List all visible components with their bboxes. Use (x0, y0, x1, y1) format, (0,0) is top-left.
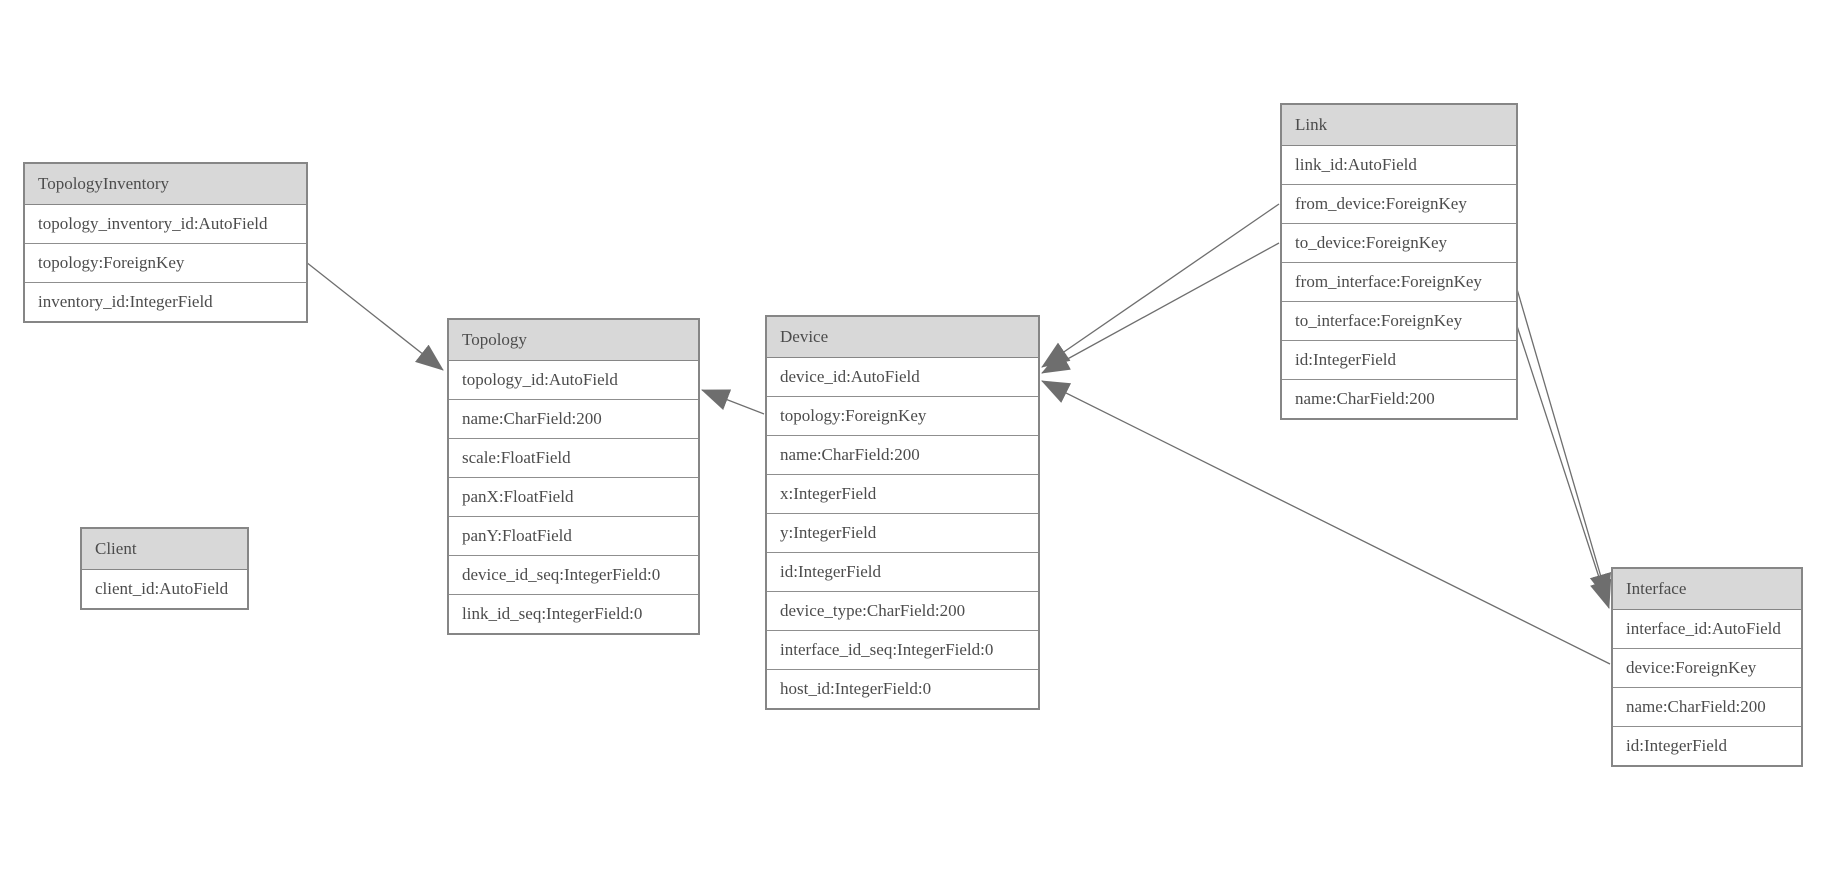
field-row-device-x: x:IntegerField (767, 475, 1038, 514)
connector-link-to_device-to-device (1041, 242, 1280, 374)
field-row-topology-topology_id: topology_id:AutoField (449, 361, 698, 400)
connector-device-topology-to-topology (701, 389, 765, 415)
connector-interface-device-to-device (1041, 380, 1611, 665)
field-row-topologyinventory-inventory_id: inventory_id:IntegerField (25, 283, 306, 321)
field-row-device-id: id:IntegerField (767, 553, 1038, 592)
field-row-interface-id: id:IntegerField (1613, 727, 1801, 765)
field-row-topology-panY: panY:FloatField (449, 517, 698, 556)
field-row-link-from_device: from_device:ForeignKey (1282, 185, 1516, 224)
connector-link-to_interface-to-interface (1516, 325, 1612, 609)
connector-link-from_interface-to-interface (1516, 288, 1611, 602)
field-row-link-link_id: link_id:AutoField (1282, 146, 1516, 185)
entity-title-client: Client (82, 529, 247, 570)
entity-title-link: Link (1282, 105, 1516, 146)
entity-title-interface: Interface (1613, 569, 1801, 610)
field-row-link-name: name:CharField:200 (1282, 380, 1516, 418)
field-row-topology-link_id_seq: link_id_seq:IntegerField:0 (449, 595, 698, 633)
field-row-device-device_type: device_type:CharField:200 (767, 592, 1038, 631)
field-row-link-to_interface: to_interface:ForeignKey (1282, 302, 1516, 341)
field-row-device-device_id: device_id:AutoField (767, 358, 1038, 397)
field-row-topologyinventory-topology: topology:ForeignKey (25, 244, 306, 283)
field-row-link-from_interface: from_interface:ForeignKey (1282, 263, 1516, 302)
field-row-interface-name: name:CharField:200 (1613, 688, 1801, 727)
field-row-link-id: id:IntegerField (1282, 341, 1516, 380)
field-row-device-host_id: host_id:IntegerField:0 (767, 670, 1038, 708)
field-row-client-client_id: client_id:AutoField (82, 570, 247, 608)
field-row-link-to_device: to_device:ForeignKey (1282, 224, 1516, 263)
field-row-topologyinventory-topology_inventory_id: topology_inventory_id:AutoField (25, 205, 306, 244)
connector-topologyinventory-topology-to-topology (305, 261, 444, 371)
field-row-interface-device: device:ForeignKey (1613, 649, 1801, 688)
entity-title-device: Device (767, 317, 1038, 358)
field-row-topology-name: name:CharField:200 (449, 400, 698, 439)
connector-link-from_device-to-device (1041, 203, 1280, 368)
field-row-device-interface_id_seq: interface_id_seq:IntegerField:0 (767, 631, 1038, 670)
field-row-topology-scale: scale:FloatField (449, 439, 698, 478)
field-row-topology-device_id_seq: device_id_seq:IntegerField:0 (449, 556, 698, 595)
field-row-topology-panX: panX:FloatField (449, 478, 698, 517)
field-row-device-y: y:IntegerField (767, 514, 1038, 553)
field-row-device-name: name:CharField:200 (767, 436, 1038, 475)
field-row-device-topology: topology:ForeignKey (767, 397, 1038, 436)
entity-title-topology: Topology (449, 320, 698, 361)
field-row-interface-interface_id: interface_id:AutoField (1613, 610, 1801, 649)
entity-title-topologyinventory: TopologyInventory (25, 164, 306, 205)
